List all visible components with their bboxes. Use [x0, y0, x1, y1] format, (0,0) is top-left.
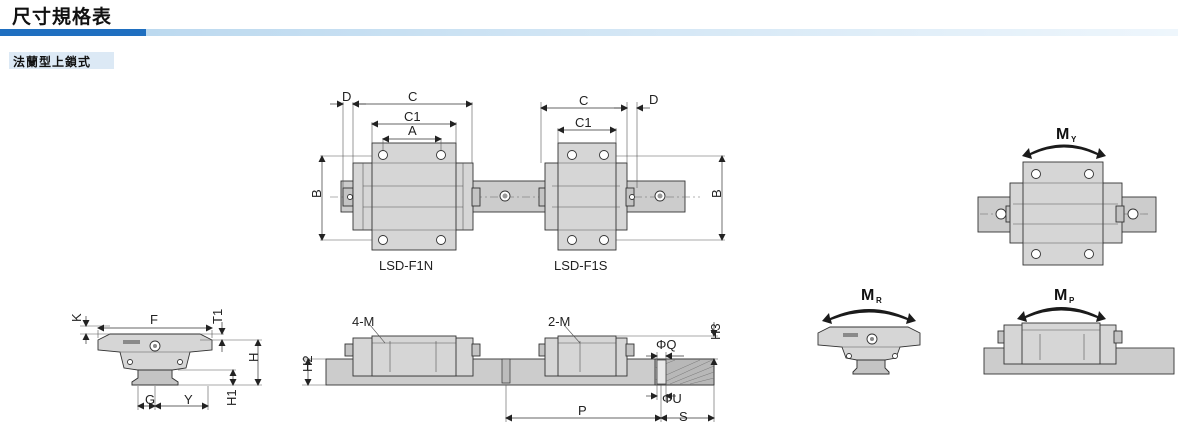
dim-label-d-left: D — [342, 89, 351, 104]
dim-label-y: Y — [184, 392, 193, 407]
moment-my-subscript: Y — [1071, 135, 1077, 144]
dim-label-t1: T1 — [210, 309, 225, 324]
dim-label-c1-left: C1 — [404, 109, 421, 124]
dim-label-s: S — [679, 409, 688, 424]
subtitle-background — [9, 52, 114, 69]
moment-mp-label: M — [1054, 287, 1067, 304]
page-title: 尺寸規格表 — [12, 6, 113, 28]
moment-mp-view: M P — [983, 287, 1175, 375]
dim-label-c-left: C — [408, 89, 417, 104]
moment-mp-subscript: P — [1069, 296, 1075, 305]
dim-label-phi-q: ΦQ — [656, 337, 676, 352]
dim-label-4-m: 4-M — [352, 314, 374, 329]
dim-label-2-m: 2-M — [548, 314, 570, 329]
dim-label-c1-right: C1 — [575, 115, 592, 130]
section-subtitle: 法蘭型上鎖式 — [13, 55, 92, 69]
dim-label-h2: H2 — [300, 355, 315, 372]
block-lsd-f1n — [342, 142, 481, 251]
dim-label-b-right: B — [709, 189, 724, 198]
dim-label-h3: H3 — [708, 323, 723, 340]
top-view: D C C1 A B C D C1 B LSD-F1N LSD-F1S — [309, 89, 726, 273]
caption-lsd-f1s: LSD-F1S — [554, 258, 608, 273]
moment-my-view: M Y — [977, 126, 1157, 266]
dim-label-h1: H1 — [224, 389, 239, 406]
dim-label-p: P — [578, 403, 587, 418]
dim-label-b-left: B — [309, 189, 324, 198]
moment-my-label: M — [1056, 126, 1069, 143]
dim-label-h: H — [246, 353, 261, 362]
dim-label-a: A — [408, 123, 417, 138]
dim-label-c-right: C — [579, 93, 588, 108]
dim-label-k: K — [69, 313, 84, 322]
dim-label-phi-u: ΦU — [662, 391, 682, 406]
dim-label-d-right: D — [649, 92, 658, 107]
end-view: F K T1 H H1 G Y — [69, 309, 262, 410]
moment-mr-view: M R — [817, 287, 921, 375]
caption-lsd-f1n: LSD-F1N — [379, 258, 433, 273]
side-view: 4-M 2-M ΦQ H3 H2 ΦU P S — [300, 314, 723, 424]
moment-mr-subscript: R — [876, 296, 882, 305]
block-lsd-f1s — [538, 142, 635, 251]
dim-label-f: F — [150, 312, 158, 327]
title-underline-bar — [0, 29, 1178, 36]
dim-label-g: G — [145, 392, 155, 407]
moment-mr-label: M — [861, 287, 874, 304]
